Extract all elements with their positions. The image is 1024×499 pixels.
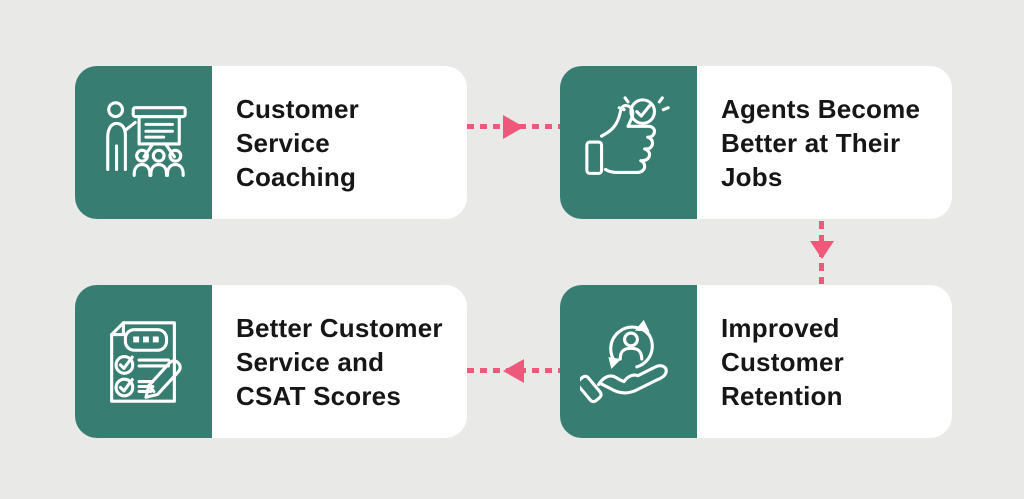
card-label-agents-become-better: Agents Become Better at Their Jobs [721, 93, 921, 192]
flow-arrow-left-icon [467, 358, 560, 384]
presentation-training-icon [75, 66, 212, 219]
thumbs-up-check-icon [560, 66, 697, 219]
card-better-customer-service-csat: Better Customer Service and CSAT Scores [75, 285, 467, 438]
arrowhead-left [503, 359, 524, 383]
card-customer-service-coaching: Customer Service Coaching [75, 66, 467, 219]
card-label-improved-customer-retention: Improved Customer Retention [721, 312, 844, 411]
card-label-customer-service-coaching: Customer Service Coaching [236, 93, 359, 192]
customer-retention-hand-icon [560, 285, 697, 438]
arrowhead-right [503, 115, 524, 139]
arrowhead-down [810, 241, 834, 259]
card-improved-customer-retention: Improved Customer Retention [560, 285, 952, 438]
checklist-pencil-icon [75, 285, 212, 438]
card-agents-become-better: Agents Become Better at Their Jobs [560, 66, 952, 219]
flow-arrow-down-icon [809, 221, 835, 284]
flow-arrow-right-icon [467, 114, 560, 140]
card-label-better-customer-service-csat: Better Customer Service and CSAT Scores [236, 312, 443, 411]
